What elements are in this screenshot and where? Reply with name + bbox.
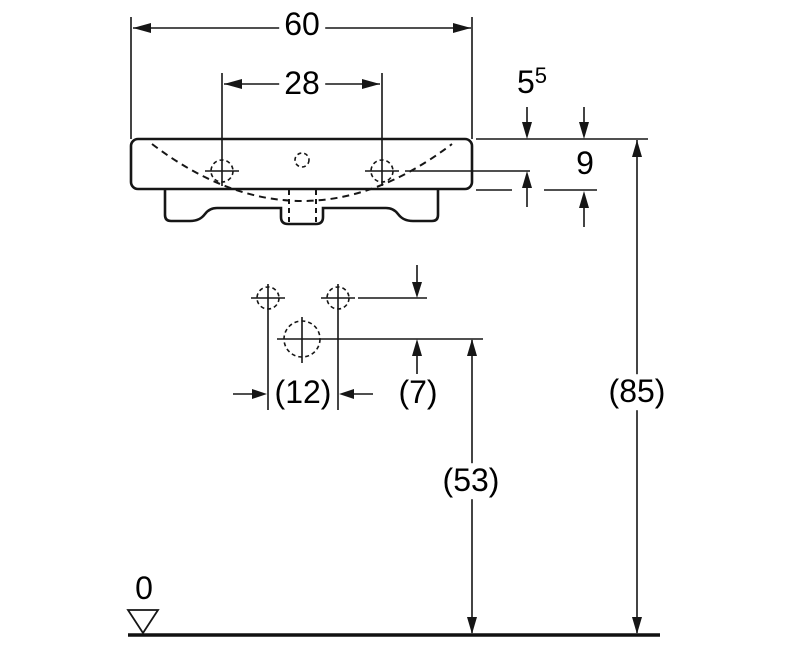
dim-label-overall-width: 60 xyxy=(279,7,325,43)
dim-label-front-apron-height: 9 xyxy=(576,145,594,182)
floor-datum-label: 0 xyxy=(135,570,153,607)
basin-underside-profile xyxy=(163,190,440,226)
datum-triangle-icon xyxy=(126,609,160,635)
dim-label-rim-top-height: (85) xyxy=(603,374,671,410)
drain-pipe-hidden-line xyxy=(288,190,317,222)
dim-label-drain-connection-height: (53) xyxy=(437,463,505,499)
dim-front-apron-height xyxy=(579,107,589,227)
dim-label-tap-hole-spacing: 28 xyxy=(279,66,325,102)
dim-tap-to-drain-offset xyxy=(412,265,422,374)
fixing-hole-right xyxy=(321,284,355,410)
dim-rim-to-tap-axis xyxy=(522,107,532,207)
dim-fixing-hole-spacing xyxy=(233,389,373,399)
dim-label-fixing-hole-spacing: (12) xyxy=(274,374,332,411)
overflow-hole xyxy=(294,152,310,168)
drain-hole xyxy=(277,317,483,363)
dim-label-rim-to-tap-axis-sup: 5 xyxy=(534,63,548,89)
dim-label-tap-to-drain-offset: (7) xyxy=(398,374,438,411)
floor-datum xyxy=(126,609,660,637)
dim-label-rim-to-tap-axis: 55 xyxy=(517,64,547,100)
tap-hole-left xyxy=(205,159,239,183)
basin-outline xyxy=(129,137,474,191)
basin-bowl-hidden-line xyxy=(151,143,453,202)
dim-label-rim-to-tap-axis-base: 5 xyxy=(516,64,535,101)
washbasin-front-view xyxy=(129,137,474,226)
fixing-hole-left xyxy=(251,284,285,410)
dim-tap-hole-spacing xyxy=(221,73,383,186)
tap-hole-right xyxy=(365,159,399,183)
